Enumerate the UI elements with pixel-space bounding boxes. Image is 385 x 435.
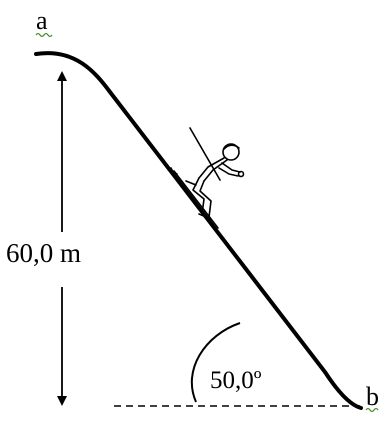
slope-curve	[34, 51, 363, 410]
point-b-underline	[365, 407, 379, 413]
skier-icon	[170, 127, 245, 229]
point-b-label: b	[366, 382, 379, 411]
point-a-underline	[35, 32, 53, 38]
angle-label: 50,0º	[210, 367, 262, 394]
height-label: 60,0 m	[6, 238, 81, 268]
point-a-label: a	[36, 6, 48, 35]
angle-arc	[190, 322, 241, 403]
